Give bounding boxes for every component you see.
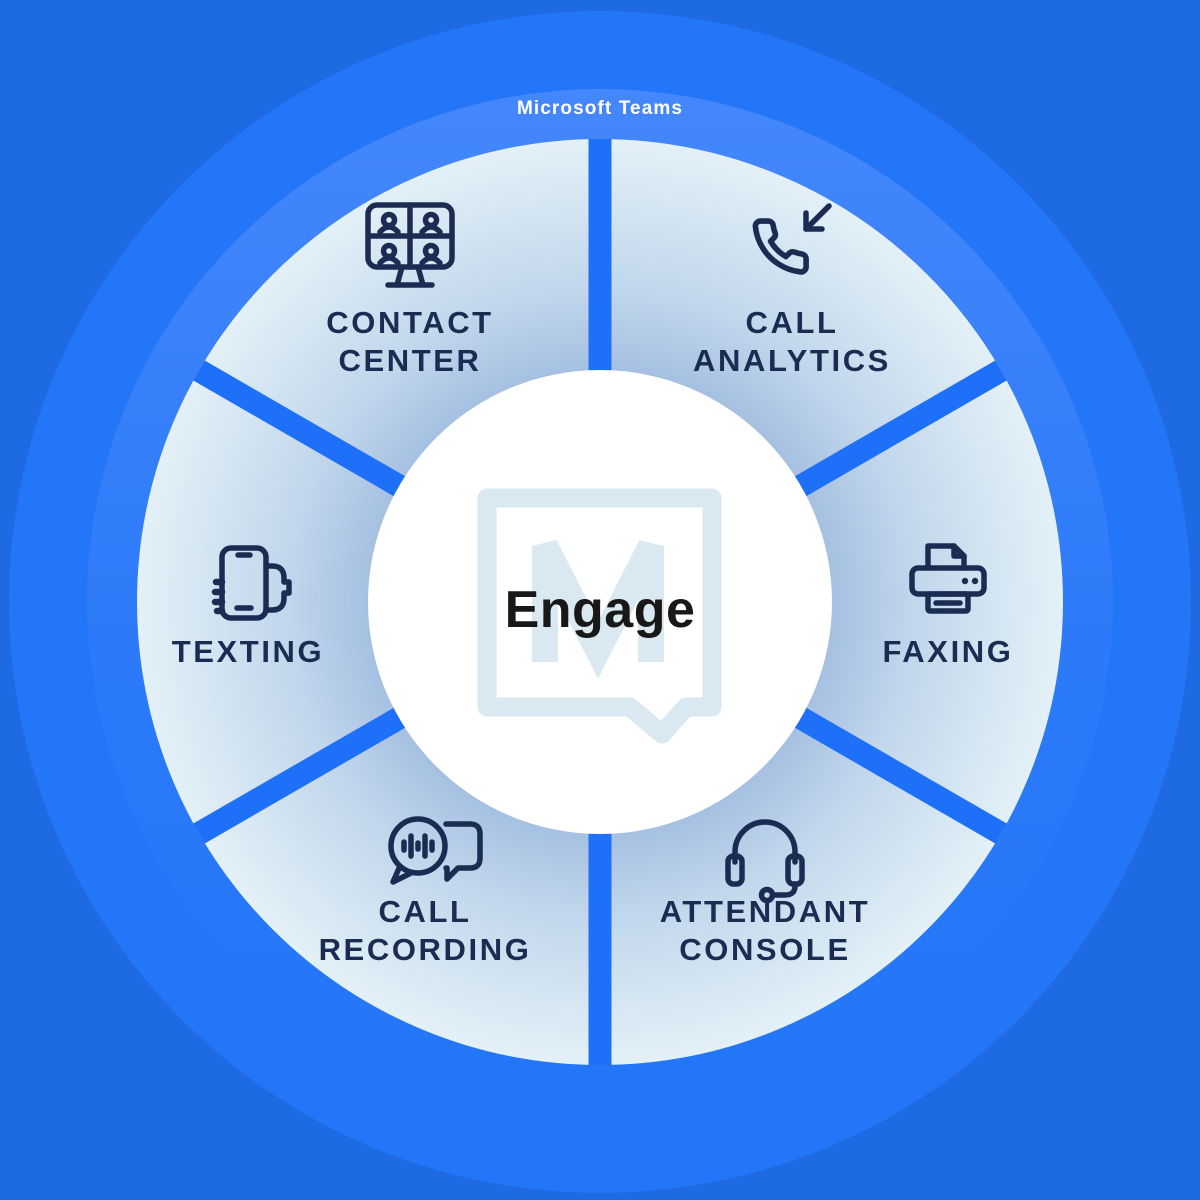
segment-call-analytics: CALL ANALYTICS [693, 203, 891, 378]
incoming-call-icon [752, 203, 832, 275]
segment-label: ATTENDANT [660, 894, 871, 929]
hand-holding-phone-icon [211, 545, 292, 621]
m-speech-bubble-logo-watermark [477, 488, 722, 744]
segment-label: CALL [378, 894, 471, 929]
segment-label: CONTACT [326, 305, 493, 340]
segment-label: CENTER [338, 343, 481, 378]
segment-label: ANALYTICS [693, 343, 891, 378]
segment-faxing: FAXING [882, 543, 1013, 669]
center-circle [368, 370, 832, 834]
segment-texting: TEXTING [172, 545, 325, 669]
incoming-arrow [803, 203, 832, 232]
fax-machine-icon [909, 543, 987, 614]
segment-label: CONSOLE [679, 932, 851, 967]
segment-attendant-console: ATTENDANT CONSOLE [660, 819, 871, 967]
segment-label: FAXING [882, 634, 1013, 669]
segment-call-recording: CALL RECORDING [319, 816, 532, 967]
engage-title: Engage [505, 581, 696, 639]
segment-label: TEXTING [172, 634, 325, 669]
segment-label: RECORDING [319, 932, 532, 967]
segment-contact-center: CONTACT CENTER [326, 202, 493, 378]
voice-recording-bubble-icon [388, 816, 483, 885]
microsoft-teams-label: Microsoft Teams [517, 98, 683, 119]
video-conference-grid-icon [365, 202, 455, 288]
segment-label: CALL [745, 305, 838, 340]
headset-icon [725, 819, 805, 904]
